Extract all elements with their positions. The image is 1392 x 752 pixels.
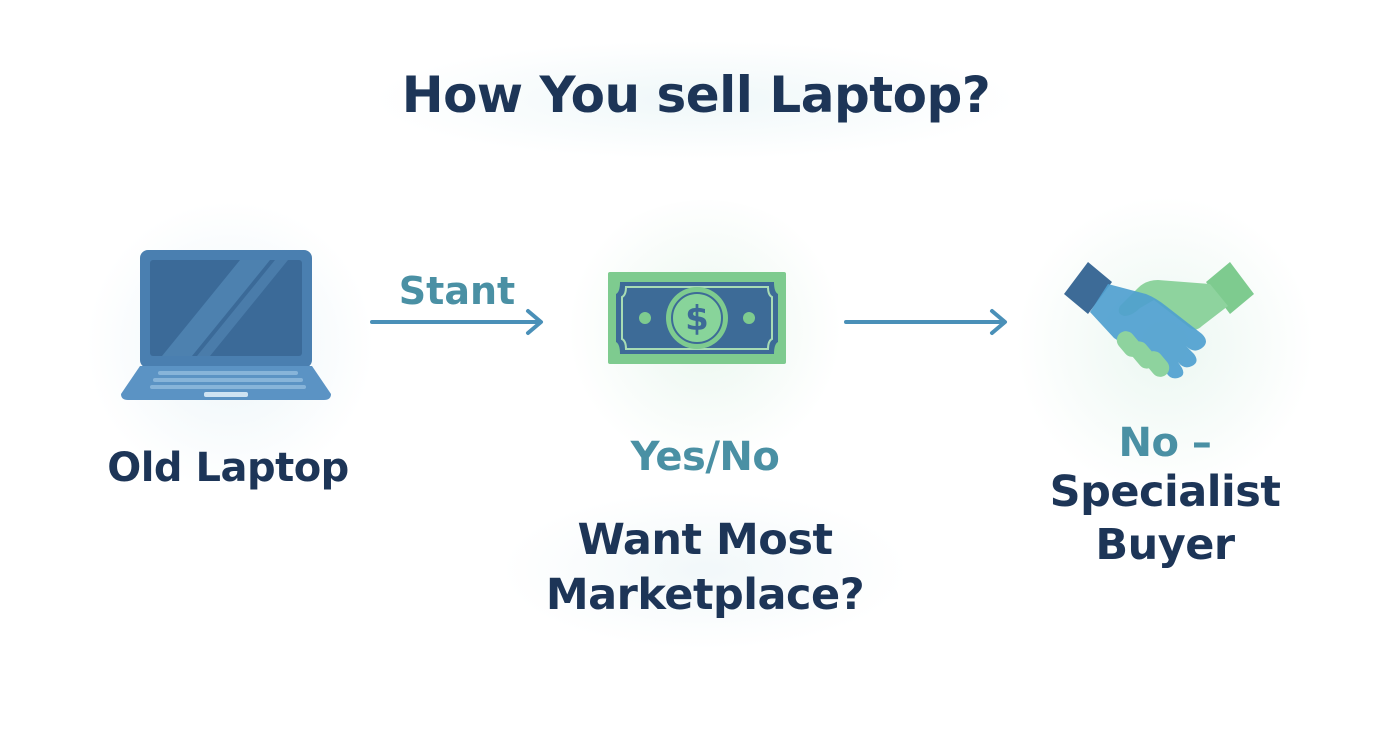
start-label: Stant — [398, 269, 516, 313]
outcome-label: Specialist Buyer — [1015, 466, 1315, 572]
diagram-title: How You sell Laptop? — [401, 66, 991, 124]
outcome-prefix-label: No – — [1118, 420, 1212, 466]
old-laptop-label: Old Laptop — [107, 445, 349, 491]
laptop-icon — [121, 250, 331, 400]
outcome-line1: Specialist — [1049, 467, 1281, 517]
decision-question-line1: Want Most — [577, 515, 833, 565]
decision-answer-label: Yes/No — [630, 434, 780, 480]
decision-question-line2: Marketplace? — [545, 570, 865, 620]
arrow-start-to-decision — [370, 309, 543, 335]
arrow-decision-to-outcome — [844, 309, 1007, 335]
dollar-bill-icon: $ — [608, 272, 786, 364]
svg-text:$: $ — [685, 299, 709, 339]
outcome-line2: Buyer — [1095, 520, 1235, 570]
handshake-icon — [1064, 262, 1254, 379]
decision-question-label: Want Most Marketplace? — [485, 513, 925, 623]
